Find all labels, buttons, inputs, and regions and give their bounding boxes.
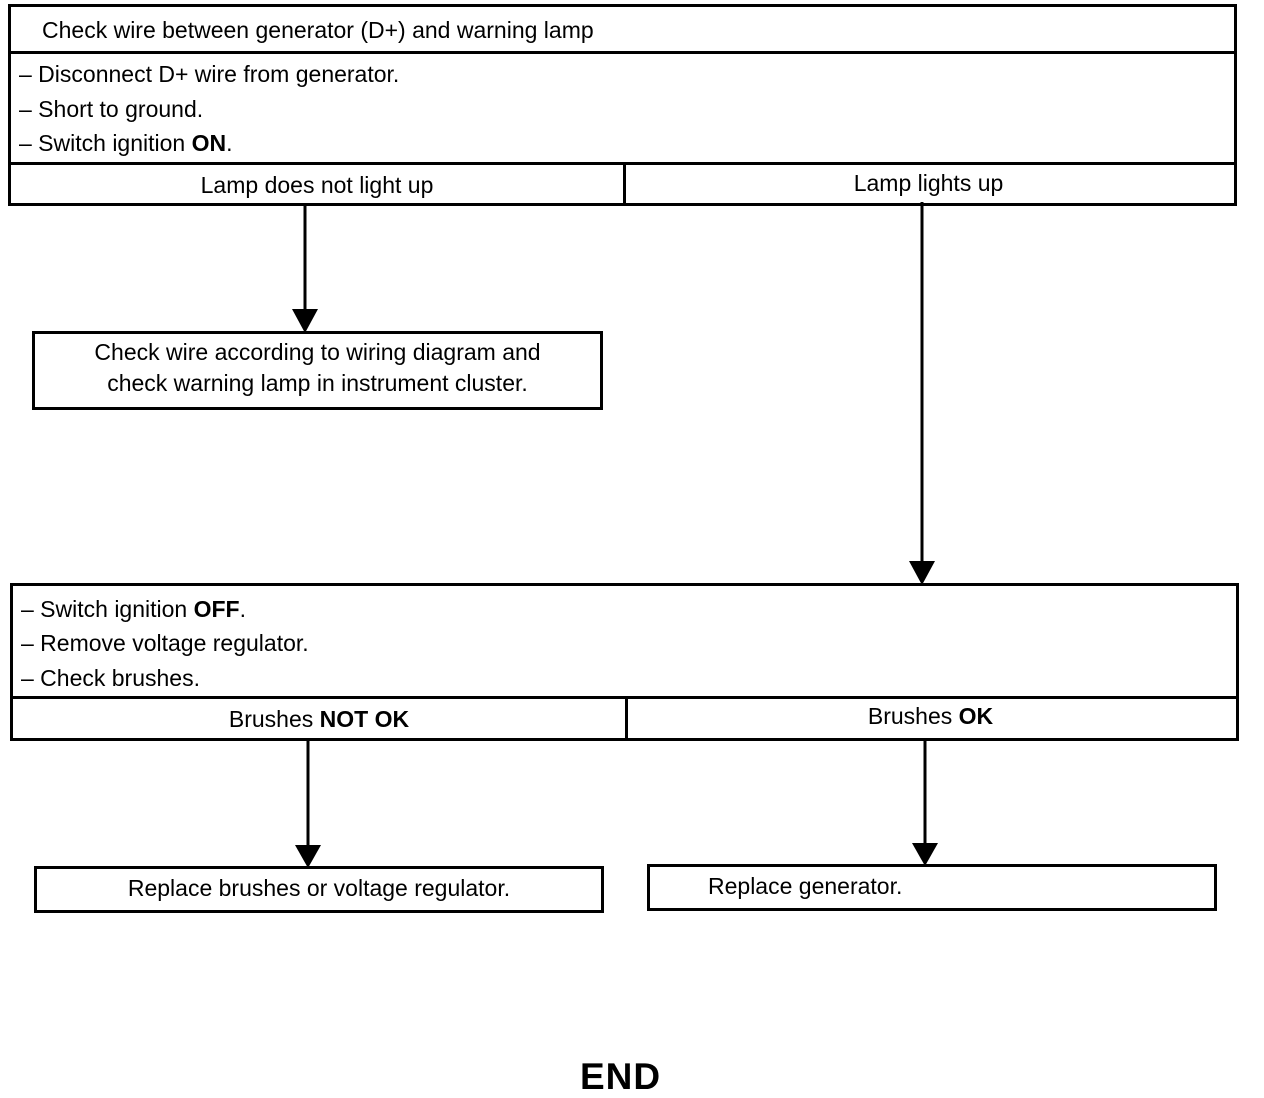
check-wiring-line1: Check wire according to wiring diagram a… — [94, 339, 541, 365]
step-check-brushes: – Check brushes. — [21, 665, 200, 691]
branch-brushes-ok-text: Brushes — [867, 703, 959, 729]
replace-brushes-box: Replace brushes or voltage regulator. — [34, 866, 604, 913]
check-wire-box: Check wire between generator (D+) and wa… — [8, 4, 1237, 206]
step-ignition-off: – Switch ignition OFF. — [21, 598, 246, 621]
branch-brushes-not-ok: Brushes NOT OK — [13, 708, 625, 731]
branch-lamp-no-light: Lamp does not light up — [200, 172, 434, 198]
check-wiring-box: Check wire according to wiring diagram a… — [32, 331, 603, 410]
check-wiring-line2: check warning lamp in instrument cluster… — [107, 370, 528, 396]
arrow-lamp-no-light — [292, 206, 318, 333]
step-ignition-on-end: . — [226, 130, 233, 156]
step-ignition-on-text: – Switch ignition — [19, 130, 192, 156]
step-disconnect: – Disconnect D+ wire from generator. — [19, 61, 400, 87]
divider — [11, 51, 1234, 54]
step-ignition-off-bold: OFF — [193, 596, 240, 622]
divider — [11, 162, 1234, 165]
branch-row: Brushes NOT OK Brushes OK — [13, 699, 1236, 738]
end-label: END — [580, 1056, 662, 1097]
divider — [13, 696, 1236, 699]
branch-divider — [623, 164, 626, 203]
replace-generator-box: Replace generator. — [647, 864, 1217, 911]
arrow-brushes-not-ok — [295, 741, 321, 868]
branch-lamp-lights: Lamp lights up — [853, 170, 1004, 196]
arrow-lamp-lights — [909, 202, 935, 585]
branch-brushes-not-ok-text: Brushes — [228, 706, 320, 732]
step-short-ground: – Short to ground. — [19, 96, 204, 122]
arrow-brushes-ok — [912, 738, 938, 866]
step-remove-regulator: – Remove voltage regulator. — [21, 630, 309, 656]
step-ignition-on-bold: ON — [191, 130, 227, 156]
brushes-check-box: – Switch ignition OFF. – Remove voltage … — [10, 583, 1239, 741]
branch-brushes-ok-bold: OK — [958, 703, 994, 729]
branch-divider — [625, 698, 628, 738]
step-ignition-off-end: . — [239, 596, 246, 622]
step-ignition-off-text: – Switch ignition — [21, 596, 194, 622]
replace-brushes-text: Replace brushes or voltage regulator. — [127, 875, 511, 901]
branch-brushes-ok: Brushes OK — [625, 705, 1236, 728]
branch-brushes-not-ok-bold: NOT OK — [319, 706, 410, 732]
branch-row: Lamp does not light up Lamp lights up — [11, 165, 1234, 203]
replace-generator-text: Replace generator. — [708, 873, 903, 899]
step-ignition-on: – Switch ignition ON. — [19, 132, 232, 155]
check-wire-title: Check wire between generator (D+) and wa… — [42, 17, 594, 43]
